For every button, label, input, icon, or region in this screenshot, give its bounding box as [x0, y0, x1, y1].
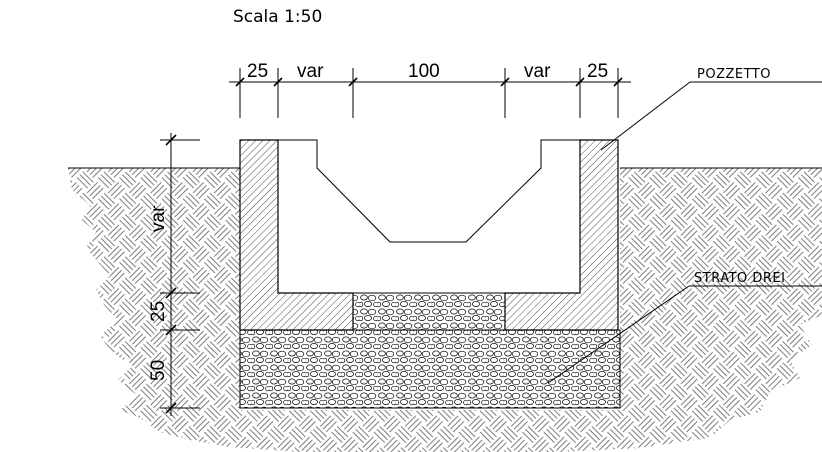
strato-label: STRATO DREI [694, 271, 785, 286]
left-dimension-line [160, 133, 200, 416]
dim-top-100: 100 [408, 61, 440, 82]
dim-top-var-left: var [297, 61, 324, 82]
scale-title: Scala 1:50 [233, 7, 322, 27]
dim-left-var: var [148, 205, 169, 232]
dim-left-50: 50 [148, 360, 169, 381]
concrete-well [239, 139, 354, 331]
top-dimension-line [229, 68, 631, 118]
pozzetto-leader [600, 81, 822, 151]
dim-left-25: 25 [148, 301, 169, 322]
dim-top-25-left: 25 [247, 61, 268, 82]
dim-top-25-right: 25 [587, 61, 608, 82]
pozzetto-label: POZZETTO [697, 67, 771, 82]
strato-leader [547, 285, 822, 384]
channel-profile [278, 139, 580, 243]
dim-top-var-right: var [524, 61, 551, 82]
